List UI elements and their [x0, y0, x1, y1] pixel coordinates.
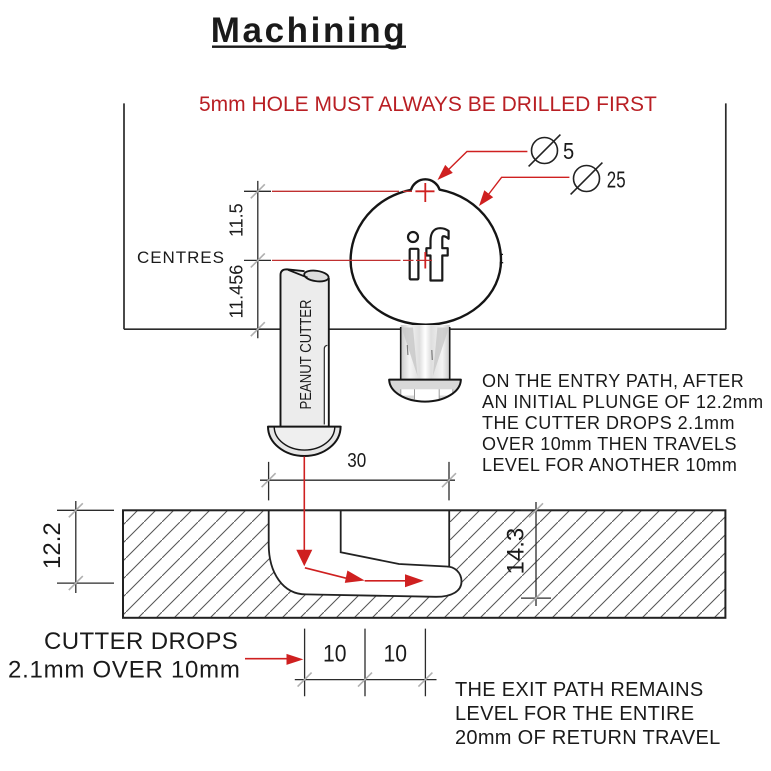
svg-text:14.3: 14.3	[503, 528, 530, 575]
svg-text:ON THE ENTRY PATH, AFTER: ON THE ENTRY PATH, AFTER	[482, 371, 744, 391]
svg-text:10: 10	[323, 641, 347, 668]
svg-text:OVER 10mm THEN TRAVELS: OVER 10mm THEN TRAVELS	[482, 434, 737, 454]
svg-text:5mm HOLE MUST ALWAYS BE DRILLE: 5mm HOLE MUST ALWAYS BE DRILLED FIRST	[199, 93, 657, 116]
svg-text:20mm OF RETURN TRAVEL: 20mm OF RETURN TRAVEL	[455, 727, 721, 749]
svg-text:LEVEL FOR THE ENTIRE: LEVEL FOR THE ENTIRE	[455, 703, 694, 725]
svg-text:25: 25	[607, 166, 626, 192]
svg-text:11.456: 11.456	[227, 265, 247, 319]
svg-text:11.5: 11.5	[227, 203, 247, 237]
svg-text:2.1mm OVER 10mm: 2.1mm OVER 10mm	[8, 657, 241, 684]
svg-text:LEVEL FOR ANOTHER 10mm: LEVEL FOR ANOTHER 10mm	[482, 455, 737, 475]
svg-text:Machining: Machining	[211, 11, 407, 50]
svg-text:30: 30	[347, 450, 366, 472]
svg-text:5: 5	[563, 138, 574, 164]
svg-text:PEANUT CUTTER: PEANUT CUTTER	[298, 300, 315, 410]
svg-text:THE EXIT PATH REMAINS: THE EXIT PATH REMAINS	[455, 679, 704, 701]
svg-text:CENTRES: CENTRES	[137, 248, 225, 267]
svg-text:12.2: 12.2	[39, 522, 66, 569]
svg-text:THE CUTTER DROPS 2.1mm: THE CUTTER DROPS 2.1mm	[482, 413, 735, 433]
svg-text:10: 10	[384, 641, 408, 668]
svg-text:AN INITIAL PLUNGE OF 12.2mm: AN INITIAL PLUNGE OF 12.2mm	[482, 392, 764, 412]
svg-text:CUTTER DROPS: CUTTER DROPS	[44, 628, 238, 655]
